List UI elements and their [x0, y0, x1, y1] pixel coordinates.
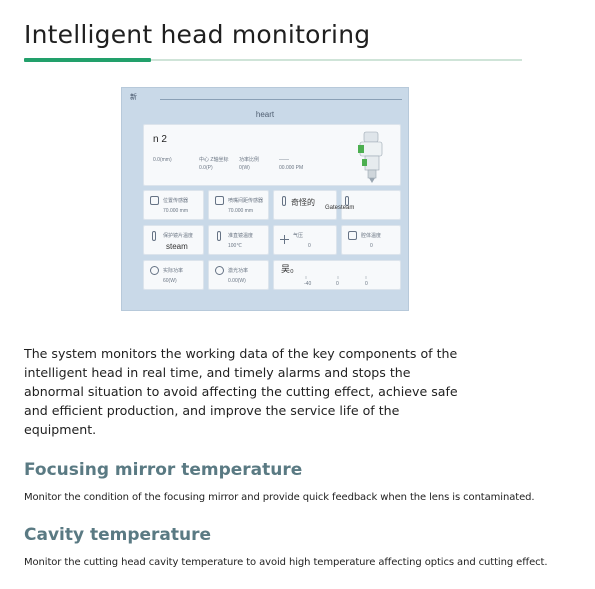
gauge-icon	[215, 266, 224, 275]
thermometer-icon	[217, 231, 221, 241]
section-title-cavity: Cavity temperature	[24, 525, 212, 545]
cavity-icon	[348, 231, 357, 240]
section-desc-focusing-mirror: Monitor the condition of the focusing mi…	[24, 492, 535, 503]
screen-heading: heart	[255, 110, 275, 119]
tile-laser-power: 激光功率 0.00(W)	[208, 260, 269, 290]
tile-nozzle-sensor: 喷嘴间距传感器 70.000 mm	[208, 190, 269, 220]
page-title: Intelligent head monitoring	[24, 20, 371, 49]
status-col-2: 中心 Z轴坐标 0.0(P)	[199, 157, 229, 171]
head-status-label: n 2	[153, 134, 167, 145]
tile-collimator-temp: 准直镜温度 100℃	[208, 225, 269, 255]
status-col-3: 功率比例 0(W)	[239, 157, 260, 171]
section-desc-cavity: Monitor the cutting head cavity temperat…	[24, 557, 548, 568]
tile-actual-power: 实际功率 60(W)	[143, 260, 204, 290]
screen-top-divider	[160, 99, 402, 100]
gauge-scale-icon	[305, 276, 367, 279]
pressure-icon	[280, 231, 289, 244]
tile-gauges: 吴₀ -40 0 0	[273, 260, 401, 290]
thermometer-icon	[152, 231, 156, 241]
section-title-focusing-mirror: Focusing mirror temperature	[24, 460, 303, 480]
tile-cavity-temp: 腔体温度 0	[341, 225, 401, 255]
tile-position-sensor: 位置传感器 70.000 mm	[143, 190, 204, 220]
description-paragraph: The system monitors the working data of …	[24, 346, 458, 437]
thermometer-icon	[345, 196, 349, 206]
title-divider	[24, 59, 522, 61]
status-col-4: —— 00.000 PM	[279, 157, 304, 171]
monitoring-screenshot: 新 heart n 2 0.0(mm) 中心 Z轴坐标 0.0(P) 功率比例 …	[121, 87, 409, 311]
sensor-icon	[215, 196, 224, 205]
gauge-value-3: 0	[365, 281, 368, 287]
gauge-value-1: -40	[304, 281, 312, 287]
tile-pressure: 气压 0	[273, 225, 337, 255]
gauge-value-2: 0	[336, 281, 339, 287]
thermometer-icon	[282, 196, 286, 206]
head-status-panel: n 2 0.0(mm) 中心 Z轴坐标 0.0(P) 功率比例 0(W) —— …	[143, 124, 401, 186]
tile-status-b: Gatesteam	[325, 190, 401, 220]
cutting-head-icon	[358, 131, 383, 183]
screen-corner-label: 新	[130, 94, 137, 101]
sensor-icon	[150, 196, 159, 205]
title-divider-accent	[24, 58, 151, 62]
tile-status-a: 奇怪的	[273, 190, 337, 220]
status-col-1: 0.0(mm)	[153, 157, 172, 163]
tile-protect-lens-temp: 保护镜片温度 steam	[143, 225, 204, 255]
gauge-icon	[150, 266, 159, 275]
